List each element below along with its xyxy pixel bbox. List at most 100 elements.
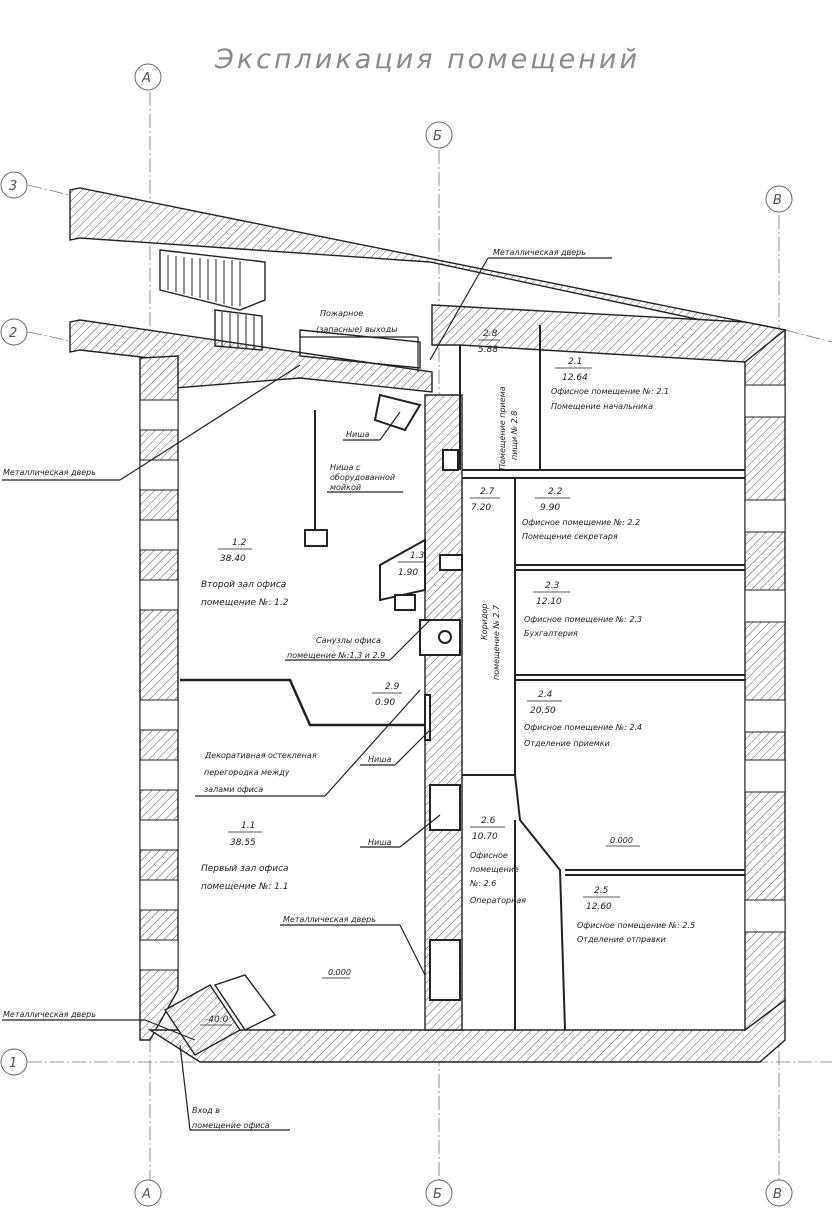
svg-text:Б: Б (433, 1187, 442, 1202)
svg-text:2.2: 2.2 (548, 487, 563, 497)
svg-text:1.2: 1.2 (232, 538, 247, 548)
svg-text:оборудованной: оборудованной (330, 473, 395, 482)
svg-text:В: В (773, 193, 782, 208)
partition-label: Декоративная остекленая (204, 751, 317, 760)
svg-text:12.60: 12.60 (586, 902, 612, 912)
svg-text:Коридор: Коридор (480, 604, 489, 640)
svg-text:помещение офиса: помещение офиса (192, 1121, 270, 1130)
svg-text:перегородка между: перегородка между (204, 768, 290, 777)
svg-text:Офисное помещение №: 2.2: Офисное помещение №: 2.2 (522, 518, 640, 527)
axis-bubble-3: 3 (0, 171, 28, 199)
svg-text:Отделение отправки: Отделение отправки (577, 935, 666, 944)
svg-text:Помещение секретаря: Помещение секретаря (522, 532, 618, 541)
svg-text:9.90: 9.90 (540, 503, 560, 513)
level-mark-2: 0.000 (610, 836, 633, 845)
svg-text:Помещение приема: Помещение приема (498, 386, 507, 470)
svg-text:Операторная: Операторная (470, 896, 526, 905)
svg-text:12.10: 12.10 (536, 597, 562, 607)
svg-text:Отделение приемки: Отделение приемки (524, 739, 610, 748)
svg-text:помещение: помещение (470, 865, 519, 874)
room-2-3-label: 2.3 12.10 Офисное помещение №: 2.3 Бухга… (524, 581, 642, 638)
axis-bubble-2: 2 (0, 318, 28, 346)
svg-text:38.40: 38.40 (220, 554, 246, 564)
svg-text:помещение №: 1.1: помещение №: 1.1 (201, 882, 288, 892)
room-2-7-label: 2.7 7.20 Коридор помещение № 2.7 (470, 487, 501, 680)
svg-text:А: А (141, 71, 151, 86)
right-windows (744, 384, 786, 933)
svg-text:2.7: 2.7 (480, 487, 495, 497)
svg-text:В: В (773, 1187, 782, 1202)
entrance-label: Вход в (192, 1106, 220, 1115)
metal-door-label-bottom: Металлическая дверь (3, 1010, 96, 1019)
svg-text:20.50: 20.50 (530, 706, 556, 716)
axis-bubble-b-top: Б (425, 121, 453, 149)
svg-text:Офисное помещение №: 2.1: Офисное помещение №: 2.1 (551, 387, 669, 396)
outer-walls (139, 304, 787, 1063)
svg-text:(запасные) выходы: (запасные) выходы (316, 325, 397, 334)
svg-text:2.1: 2.1 (568, 357, 582, 367)
svg-text:Офисное помещение №: 2.5: Офисное помещение №: 2.5 (577, 921, 695, 930)
room-2-4-label: 2.4 20.50 Офисное помещение №: 2.4 Отдел… (524, 690, 642, 748)
leader-lines (2, 257, 612, 1131)
svg-text:2.8: 2.8 (483, 329, 498, 339)
svg-text:№: 2.6: №: 2.6 (469, 879, 496, 888)
svg-text:Первый зал офиса: Первый зал офиса (201, 864, 289, 874)
plan-title: Экспликация помещений (214, 44, 640, 75)
room-2-1-label: 2.1 12.64 Офисное помещение №: 2.1 Помещ… (551, 357, 669, 411)
svg-text:мойкой: мойкой (330, 483, 361, 492)
svg-text:Помещение начальника: Помещение начальника (551, 402, 653, 411)
fire-exit-label: Пожарное (320, 309, 363, 318)
svg-text:Второй зал офиса: Второй зал офиса (201, 580, 286, 590)
svg-text:0.90: 0.90 (375, 698, 395, 708)
svg-text:помещение №: 1.2: помещение №: 1.2 (201, 598, 289, 608)
partitions (180, 325, 745, 1031)
svg-text:помещение № 2.7: помещение № 2.7 (492, 604, 501, 680)
svg-text:10.70: 10.70 (472, 832, 498, 842)
svg-text:пищи № 2.8: пищи № 2.8 (510, 411, 519, 460)
svg-text:1.3: 1.3 (410, 551, 425, 561)
metal-door-label-left: Металлическая дверь (3, 468, 96, 477)
svg-text:2: 2 (9, 326, 17, 341)
svg-text:Офисное помещение №: 2.3: Офисное помещение №: 2.3 (524, 615, 642, 624)
axis-bubble-b-bottom: Б (425, 1179, 453, 1207)
svg-text:7.20: 7.20 (471, 503, 491, 513)
room-1-2-label: 1.2 38.40 Второй зал офиса помещение №: … (201, 538, 289, 608)
svg-text:2.3: 2.3 (545, 581, 560, 591)
svg-text:Офисное: Офисное (470, 851, 508, 860)
wc-label: Санузлы офиса (316, 636, 381, 645)
axis-bubble-1: 1 (0, 1048, 28, 1076)
niche-sink-label: Ниша с (330, 463, 361, 472)
niche-label-2: Ниша (368, 755, 392, 764)
metal-door-label-mid: Металлическая дверь (283, 915, 376, 924)
svg-text:2.6: 2.6 (481, 816, 496, 826)
room-2-5-label: 2.5 12.60 Офисное помещение №: 2.5 Отдел… (577, 886, 695, 944)
annotations: Металлическая дверь Пожарное (запасные) … (3, 248, 640, 1130)
svg-text:помещение №:1.3 и 2.9: помещение №:1.3 и 2.9 (287, 651, 385, 660)
room-2-6-label: 2.6 10.70 Офисное помещение №: 2.6 Опера… (469, 816, 526, 905)
niche-label-1: Ниша (346, 430, 370, 439)
svg-text:Б: Б (433, 129, 442, 144)
room-2-2-label: 2.2 9.90 Офисное помещение №: 2.2 Помеще… (522, 487, 640, 541)
svg-text:1: 1 (9, 1056, 17, 1071)
svg-text:2.5: 2.5 (594, 886, 609, 896)
svg-text:2.9: 2.9 (385, 682, 400, 692)
svg-text:5.88: 5.88 (478, 345, 498, 355)
left-windows (139, 399, 179, 971)
metal-door-label-top: Металлическая дверь (493, 248, 586, 257)
room-1-3-label: 1.3 1.90 (398, 551, 425, 578)
room-1-1-label: 1.1 38.55 Первый зал офиса помещение №: … (201, 821, 289, 892)
level-mark-1: 0.000 (328, 968, 351, 977)
svg-text:38.55: 38.55 (230, 838, 256, 848)
svg-text:А: А (141, 1187, 151, 1202)
svg-text:3: 3 (9, 179, 17, 194)
axis-bubble-a-top: А (134, 63, 162, 91)
svg-text:1.90: 1.90 (398, 568, 418, 578)
entrance-vestibule (163, 974, 277, 1056)
svg-text:12.64: 12.64 (562, 373, 588, 383)
axis-bubble-v-top: В (765, 185, 793, 213)
svg-text:Бухгалтерия: Бухгалтерия (524, 629, 578, 638)
svg-text:2.4: 2.4 (538, 690, 553, 700)
room-2-8-label: 2.8 5.88 Помещение приема пищи № 2.8 (478, 329, 519, 470)
room-2-9-label: 2.9 0.90 (372, 682, 402, 708)
